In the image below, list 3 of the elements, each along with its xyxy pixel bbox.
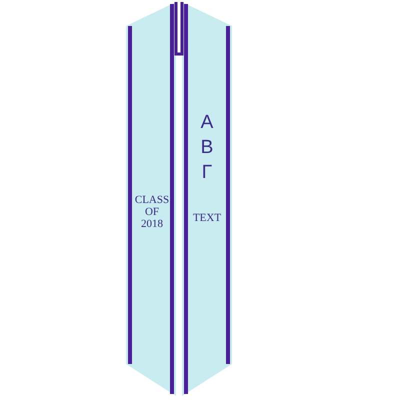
custom-text: TEXT bbox=[192, 212, 222, 224]
class-year-text: CLASS OF 2018 bbox=[134, 194, 170, 230]
greek-letters: Α Β Γ bbox=[200, 111, 214, 185]
